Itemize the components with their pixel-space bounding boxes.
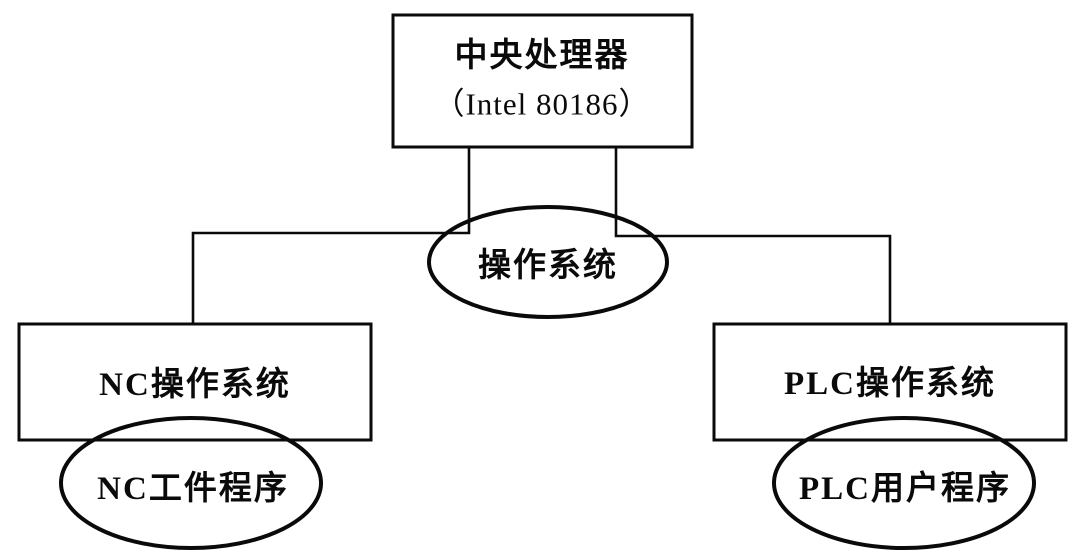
nc-program-ellipse-outline — [59, 416, 323, 550]
plc-os-box: PLC操作系统 — [712, 322, 1068, 442]
os-ellipse: 操作系统 — [427, 205, 669, 319]
connector-cpu-to-nc-os — [191, 147, 471, 324]
os-ellipse-outline — [427, 205, 669, 319]
cpu-box-subtitle: （Intel 80186） — [433, 87, 650, 122]
plc-program-ellipse: PLC用户程序 — [772, 416, 1036, 550]
cpu-box: 中央处理器 （Intel 80186） — [391, 13, 694, 149]
cpu-box-title: 中央处理器 — [455, 37, 630, 74]
plc-program-ellipse-outline — [772, 416, 1036, 550]
cpu-box-outline — [391, 13, 694, 149]
connector-cpu-to-plc-os — [614, 147, 892, 324]
os-ellipse-label: 操作系统 — [478, 246, 618, 284]
plc-os-box-outline — [712, 322, 1068, 442]
nc-os-box: NC操作系统 — [17, 322, 373, 442]
nc-os-box-outline — [17, 322, 373, 442]
nc-os-box-label: NC操作系统 — [99, 365, 291, 403]
plc-os-box-label: PLC操作系统 — [784, 364, 996, 402]
plc-program-ellipse-label: PLC用户程序 — [799, 470, 1011, 507]
nc-program-ellipse: NC工件程序 — [59, 416, 323, 550]
nc-program-ellipse-label: NC工件程序 — [97, 470, 289, 507]
